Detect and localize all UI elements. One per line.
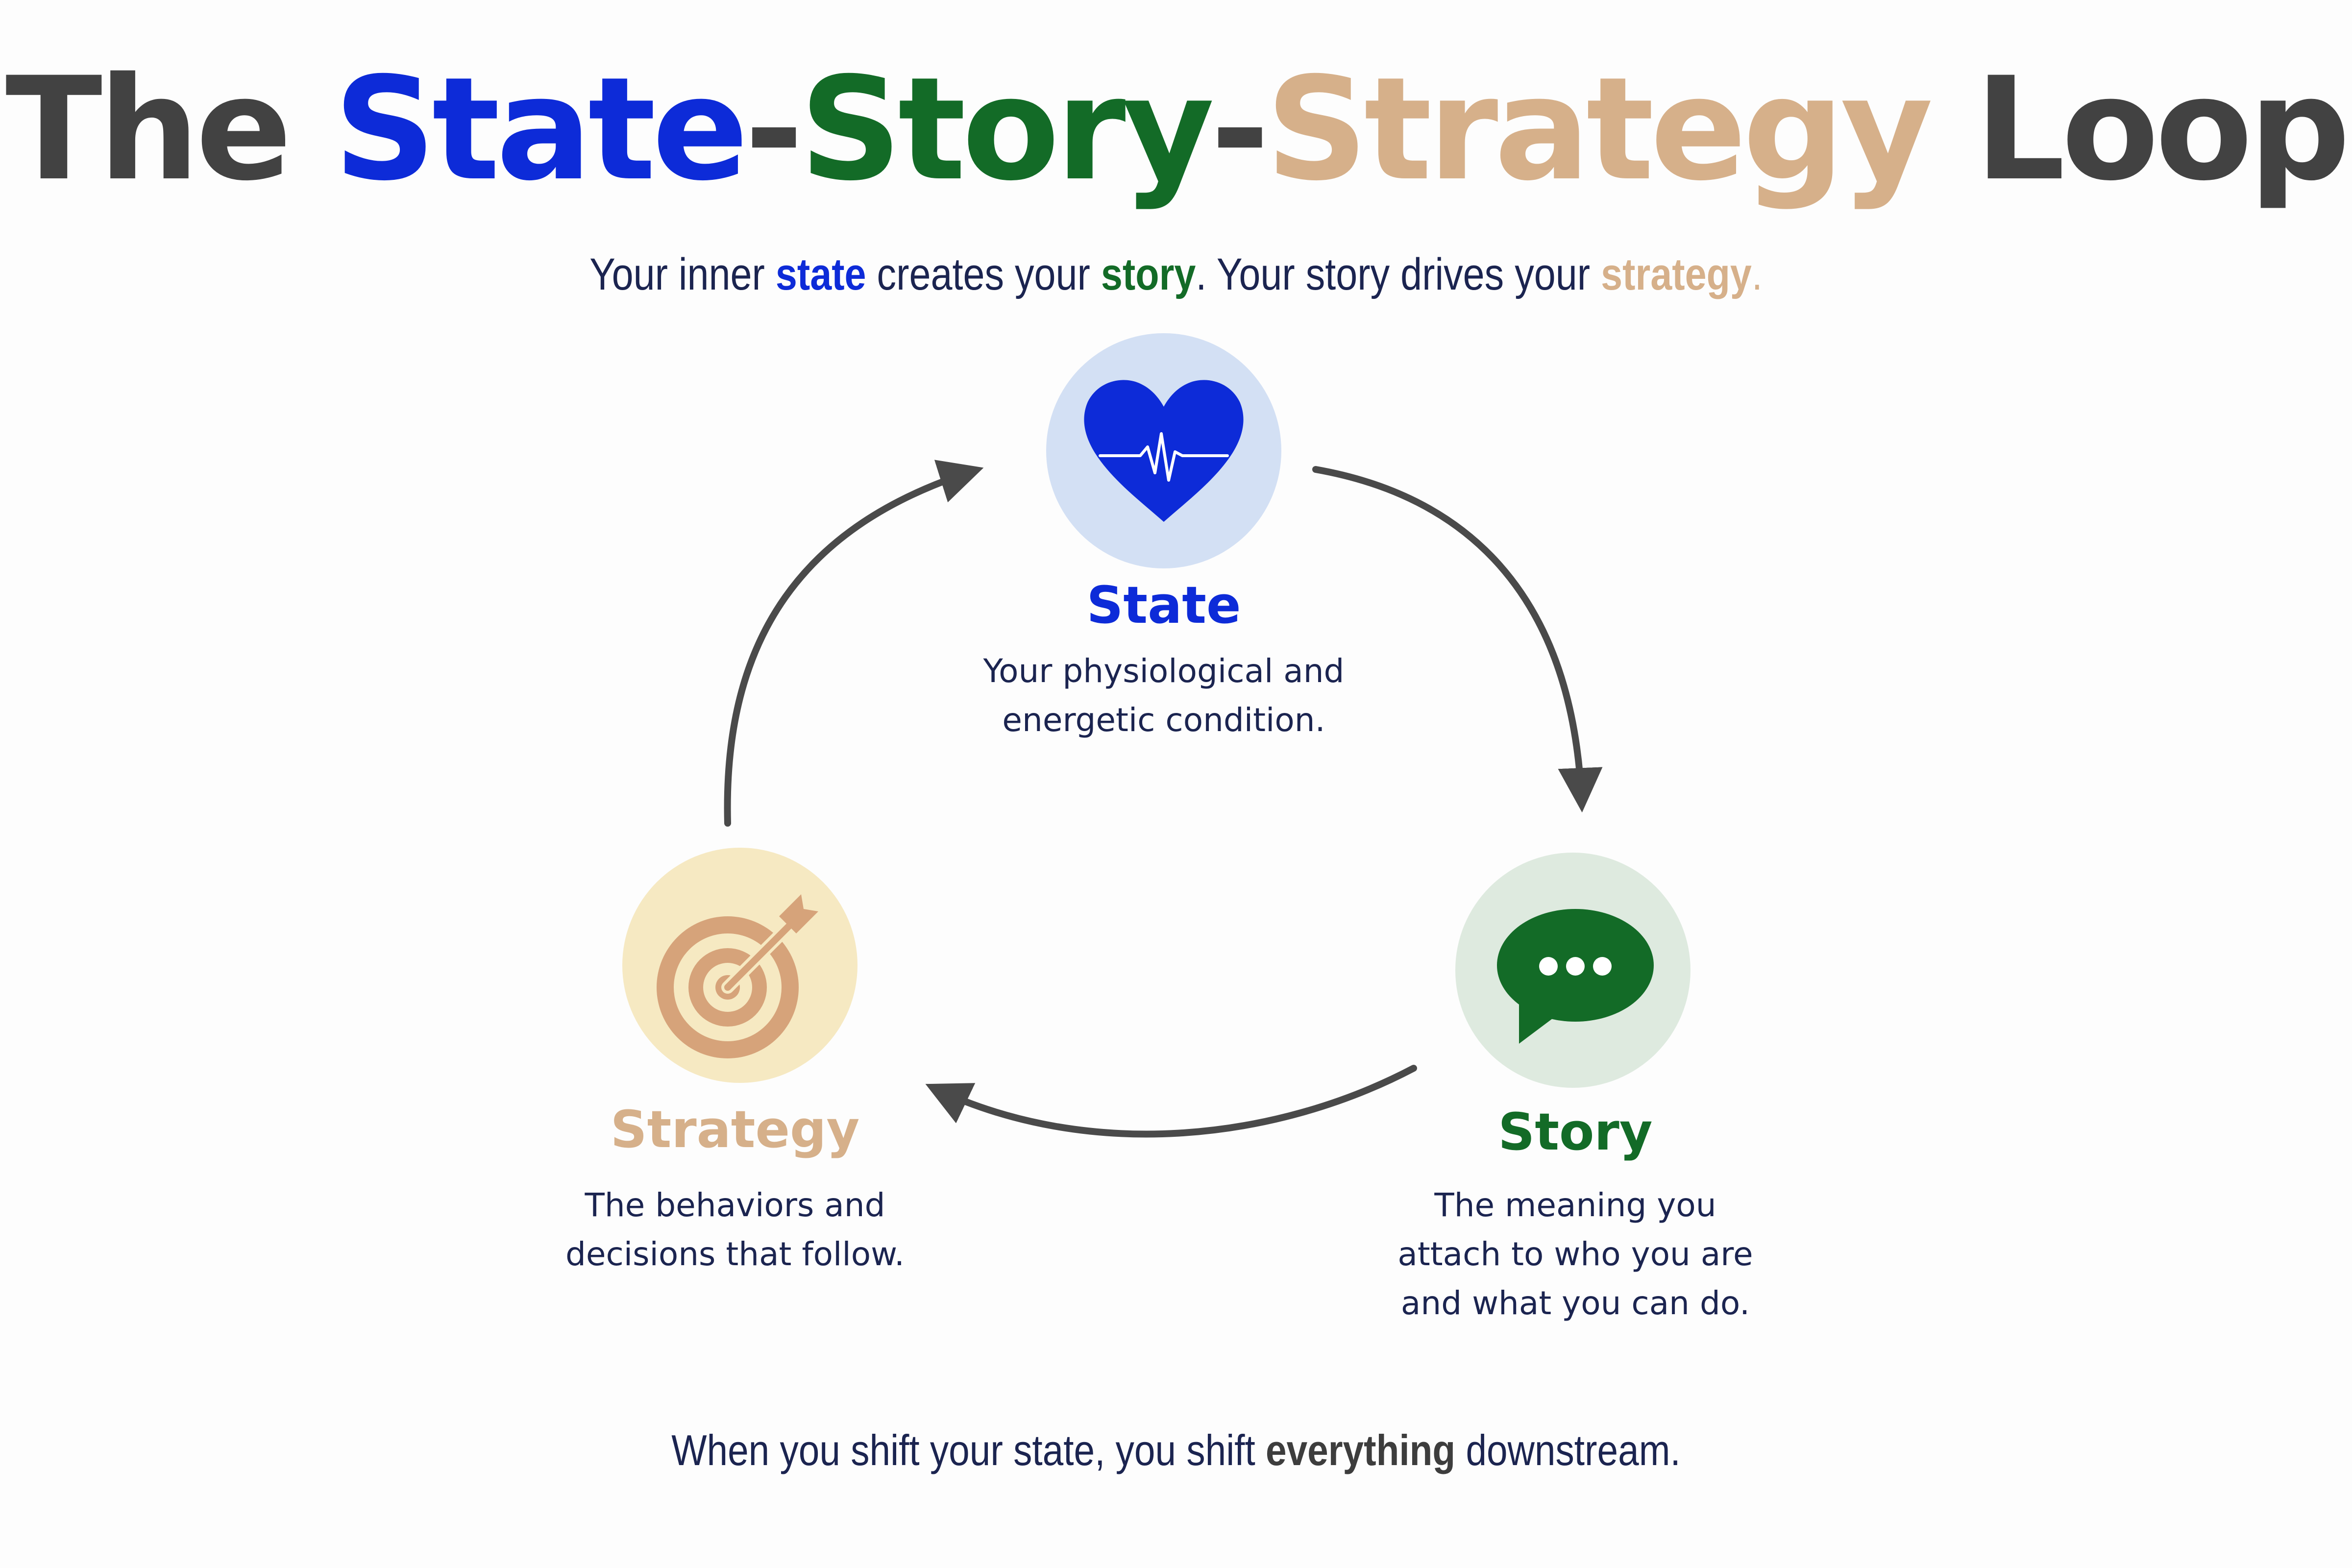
strategy-desc-line: The behaviors and bbox=[585, 1186, 885, 1224]
page-title: The State-Story-Strategy Loop bbox=[0, 47, 2352, 213]
footer-bold: everything bbox=[1266, 1426, 1456, 1474]
title-dash: - bbox=[744, 47, 803, 212]
strategy-title: Strategy bbox=[610, 1100, 860, 1159]
arrow-strategy-to-state bbox=[724, 460, 984, 827]
title-strategy: Strategy bbox=[1266, 47, 1933, 212]
story-desc-line: attach to who you are bbox=[1397, 1235, 1753, 1273]
title-story: Story bbox=[799, 47, 1215, 212]
subtitle-state: state bbox=[775, 249, 866, 299]
state-desc-line: energetic condition. bbox=[1002, 701, 1325, 739]
target-arrow-icon bbox=[657, 894, 818, 1058]
title-the: The bbox=[5, 47, 334, 212]
story-description: The meaning you attach to who you are an… bbox=[1281, 1181, 1869, 1328]
subtitle-text: . bbox=[1751, 249, 1763, 299]
strategy-icon-circle bbox=[622, 848, 858, 1083]
heart-pulse-icon bbox=[1084, 380, 1244, 522]
title-dash: - bbox=[1210, 47, 1270, 212]
story-desc-line: The meaning you bbox=[1434, 1186, 1716, 1224]
subtitle: Your inner state creates your story. You… bbox=[165, 245, 2187, 304]
story-icon-circle bbox=[1455, 853, 1690, 1088]
speech-bubble-icon bbox=[1497, 909, 1654, 1044]
state-title: State bbox=[1086, 575, 1241, 635]
subtitle-strategy: strategy bbox=[1601, 249, 1752, 299]
subtitle-story: story bbox=[1101, 249, 1196, 299]
arrow-state-to-story bbox=[1312, 466, 1603, 813]
state-description: Your physiological and energetic conditi… bbox=[870, 647, 1458, 745]
footer-text: downstream. bbox=[1455, 1426, 1681, 1474]
footer-text: When you shift your state, you shift bbox=[671, 1426, 1266, 1474]
subtitle-text: Your inner bbox=[589, 249, 776, 299]
subtitle-text: . Your story drives your bbox=[1196, 249, 1601, 299]
story-title: Story bbox=[1498, 1102, 1653, 1162]
state-desc-line: Your physiological and bbox=[983, 652, 1345, 690]
strategy-desc-line: decisions that follow. bbox=[565, 1235, 905, 1273]
arrow-story-to-strategy bbox=[925, 1065, 1417, 1138]
subtitle-text: creates your bbox=[866, 249, 1101, 299]
strategy-description: The behaviors and decisions that follow. bbox=[441, 1181, 1029, 1279]
title-state: State bbox=[333, 47, 748, 212]
title-loop: Loop bbox=[1929, 47, 2351, 212]
story-desc-line: and what you can do. bbox=[1400, 1284, 1750, 1322]
footer-tagline: When you shift your state, you shift eve… bbox=[153, 1421, 2199, 1480]
state-icon-circle bbox=[1046, 333, 1281, 568]
